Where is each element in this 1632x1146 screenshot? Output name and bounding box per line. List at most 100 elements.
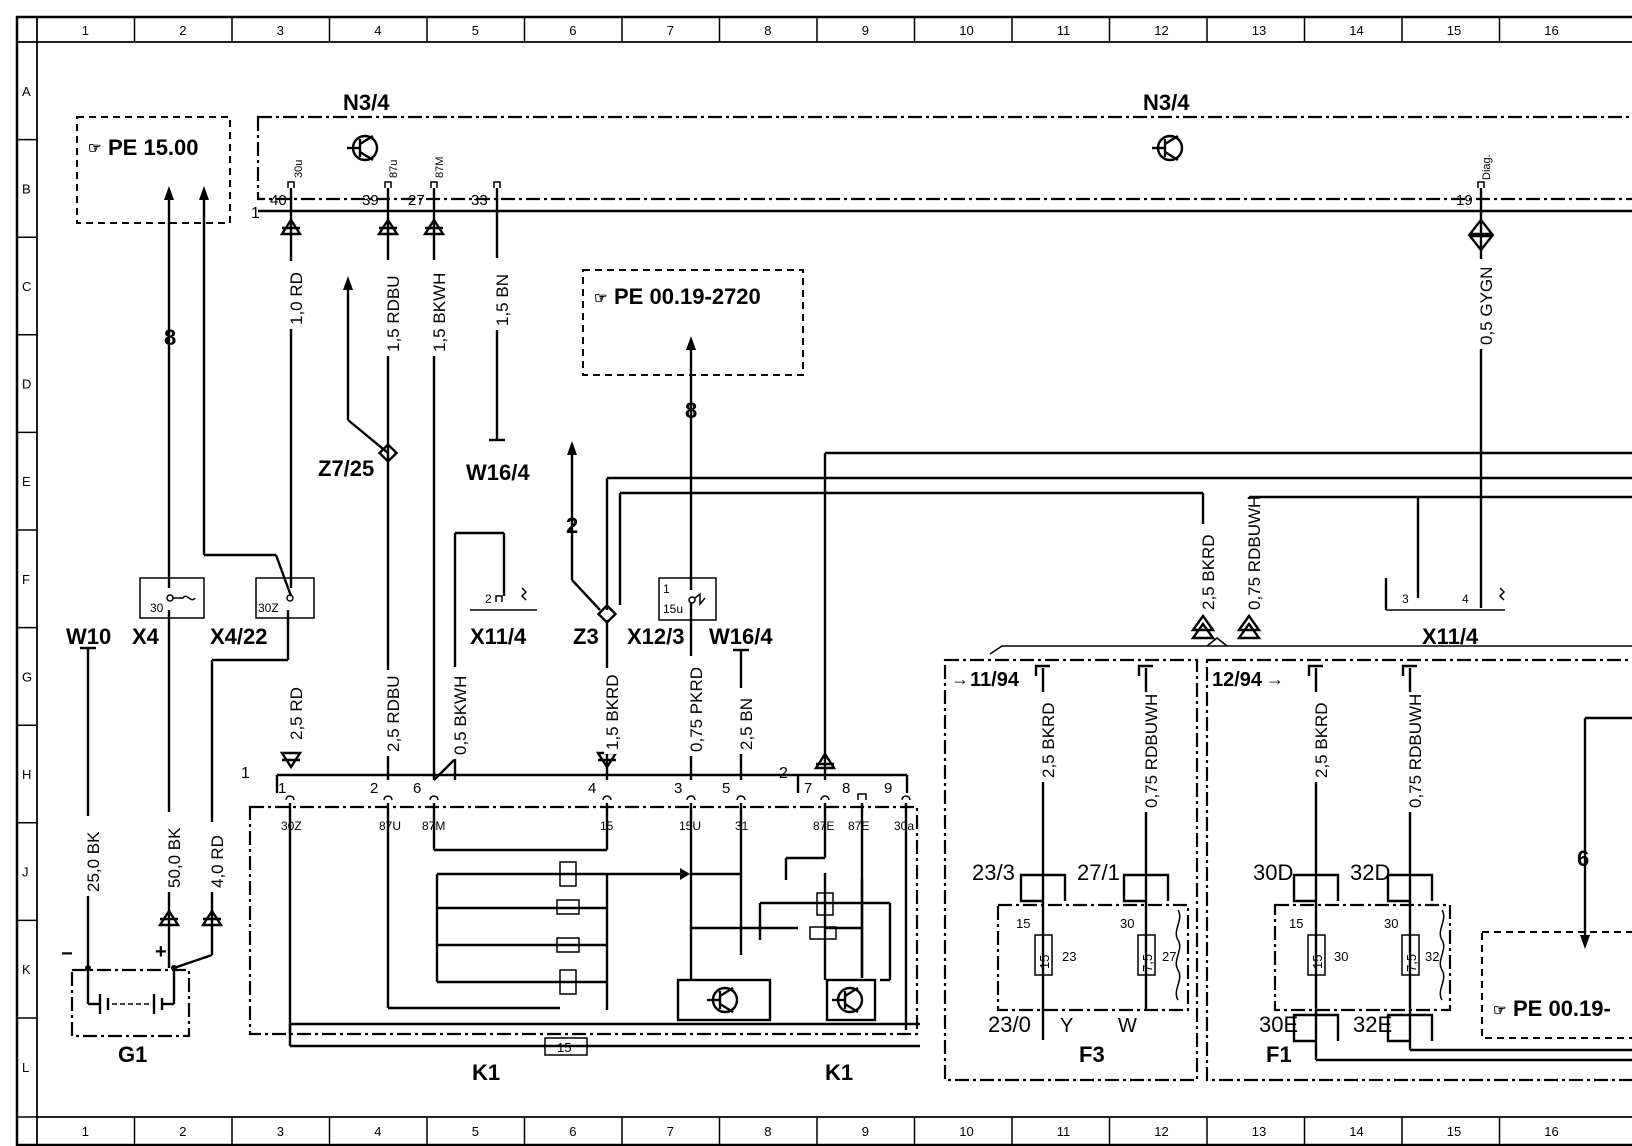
label-f1: F1 bbox=[1266, 1042, 1292, 1067]
svg-text:30Z: 30Z bbox=[281, 819, 302, 833]
svg-text:2,5 BKRD: 2,5 BKRD bbox=[1312, 702, 1331, 778]
svg-text:2,5 BKRD: 2,5 BKRD bbox=[1039, 702, 1058, 778]
grid-column-label: 5 bbox=[472, 23, 479, 38]
grid-column-label: 14 bbox=[1349, 1124, 1363, 1139]
arrow-num-6: 6 bbox=[1577, 846, 1589, 871]
arrow-num-2: 2 bbox=[566, 513, 578, 538]
grid-column-label: 8 bbox=[764, 23, 771, 38]
grid-column-label: 12 bbox=[1154, 23, 1168, 38]
svg-text:0,5 GYGN: 0,5 GYGN bbox=[1477, 267, 1496, 345]
svg-text:1,5 BKRD: 1,5 BKRD bbox=[603, 674, 622, 750]
svg-text:→: → bbox=[951, 669, 969, 689]
svg-text:PE 15.00: PE 15.00 bbox=[108, 135, 199, 160]
svg-text:27/1: 27/1 bbox=[1077, 860, 1120, 885]
term-30u: 30u bbox=[293, 160, 305, 178]
arrow-num-8-mid: 8 bbox=[685, 398, 697, 423]
grid-column-label: 8 bbox=[764, 1124, 771, 1139]
grid-column-label: 13 bbox=[1252, 1124, 1266, 1139]
svg-text:15: 15 bbox=[1016, 916, 1030, 931]
label-x11-4-right: X11/4 bbox=[1422, 624, 1479, 649]
svg-text:30: 30 bbox=[1384, 916, 1398, 931]
svg-text:87M: 87M bbox=[422, 819, 445, 833]
svg-text:W: W bbox=[1118, 1015, 1137, 1037]
svg-text:30a: 30a bbox=[894, 819, 914, 833]
svg-text:2: 2 bbox=[370, 780, 378, 797]
svg-text:12/94: 12/94 bbox=[1212, 669, 1263, 691]
bus-1-label: 1 bbox=[251, 205, 260, 222]
grid-column-label: 2 bbox=[179, 23, 186, 38]
label-w10: W10 bbox=[66, 624, 111, 649]
n3-4-label-left: N3/4 bbox=[343, 90, 390, 115]
grid-row-label: B bbox=[22, 181, 31, 196]
svg-text:15: 15 bbox=[557, 1040, 571, 1055]
grid-column-label: 12 bbox=[1154, 1124, 1168, 1139]
grid-column-label: 3 bbox=[277, 1124, 284, 1139]
pin-40: 40 bbox=[270, 192, 287, 209]
svg-text:1,5 BKWH: 1,5 BKWH bbox=[430, 273, 449, 352]
label-z7-25: Z7/25 bbox=[318, 456, 374, 481]
grid-column-label: 7 bbox=[667, 23, 674, 38]
arrow-num-8-left: 8 bbox=[164, 325, 176, 350]
label-k1-left: K1 bbox=[472, 1060, 500, 1085]
component-labels: Z7/25 W16/4 W10 X4 X4/22 X11/4 Z3 X12/3 … bbox=[66, 325, 1589, 1085]
grid-row-label: E bbox=[22, 474, 31, 489]
grid-column-label: 1 bbox=[82, 1124, 89, 1139]
grid-column-label: 9 bbox=[862, 1124, 869, 1139]
grid-column-label: 16 bbox=[1544, 23, 1558, 38]
svg-text:7,5: 7,5 bbox=[1140, 954, 1155, 972]
grid-row-label: D bbox=[22, 377, 31, 392]
svg-text:1,5 BN: 1,5 BN bbox=[493, 274, 512, 326]
svg-text:32D: 32D bbox=[1350, 860, 1390, 885]
upper-wires bbox=[80, 186, 1632, 968]
svg-text:15: 15 bbox=[600, 819, 614, 833]
grid-column-label: 10 bbox=[959, 1124, 973, 1139]
pin-39: 39 bbox=[362, 192, 379, 209]
grid-column-label: 14 bbox=[1349, 23, 1363, 38]
label-z3: Z3 bbox=[573, 624, 599, 649]
grid-row-label: G bbox=[22, 669, 32, 684]
transistor-icon bbox=[707, 986, 739, 1014]
svg-text:15: 15 bbox=[1310, 955, 1325, 969]
grid-column-label: 11 bbox=[1057, 1124, 1071, 1139]
pin-33: 33 bbox=[471, 192, 488, 209]
svg-text:1: 1 bbox=[278, 780, 286, 797]
label-x4: X4 bbox=[132, 624, 160, 649]
svg-text:5: 5 bbox=[722, 780, 730, 797]
svg-text:30: 30 bbox=[1120, 916, 1134, 931]
pin-19: 19 bbox=[1456, 192, 1473, 209]
label-k1-right: K1 bbox=[825, 1060, 853, 1085]
svg-text:☞: ☞ bbox=[594, 290, 607, 307]
n3-4-label-right: N3/4 bbox=[1143, 90, 1190, 115]
grid-column-label: 9 bbox=[862, 23, 869, 38]
svg-text:PE 00.19-2720: PE 00.19-2720 bbox=[614, 284, 761, 309]
grid-row-label: J bbox=[22, 865, 29, 880]
svg-text:2: 2 bbox=[485, 592, 492, 606]
transistor-icon bbox=[1152, 134, 1184, 162]
k1-relay-module: 15 bbox=[241, 751, 920, 1056]
svg-text:0,75 PKRD: 0,75 PKRD bbox=[687, 667, 706, 752]
grid-row-label: H bbox=[22, 767, 31, 782]
svg-text:PE 00.19-: PE 00.19- bbox=[1513, 996, 1611, 1021]
grid-column-label: 16 bbox=[1544, 1124, 1558, 1139]
grid-row-label: K bbox=[22, 962, 31, 977]
svg-text:3: 3 bbox=[674, 780, 682, 797]
n3-4-module: 1 N3/4 N3/4 40 39 27 33 19 30u 87u 87M bbox=[251, 90, 1632, 222]
svg-text:2,5 RD: 2,5 RD bbox=[287, 687, 306, 740]
grid-column-label: 4 bbox=[374, 23, 381, 38]
svg-text:1: 1 bbox=[241, 765, 250, 782]
connectors-f-row: 30 30Z 2 1 15u 3 4 bbox=[139, 577, 1506, 780]
svg-text:1,0 RD: 1,0 RD bbox=[287, 272, 306, 325]
term-87m: 87M bbox=[434, 157, 446, 178]
svg-text:2,5 RDBU: 2,5 RDBU bbox=[384, 675, 403, 752]
svg-text:50,0 BK: 50,0 BK bbox=[165, 827, 184, 888]
grid-row-label: C bbox=[22, 279, 31, 294]
svg-text:11/94: 11/94 bbox=[970, 669, 1020, 691]
svg-text:15u: 15u bbox=[663, 602, 683, 616]
svg-text:3: 3 bbox=[1402, 592, 1409, 606]
grid-column-label: 10 bbox=[959, 23, 973, 38]
svg-text:4: 4 bbox=[588, 780, 596, 797]
svg-text:30Z: 30Z bbox=[258, 601, 279, 615]
label-x12-3: X12/3 bbox=[627, 624, 685, 649]
svg-text:0,5 BKWH: 0,5 BKWH bbox=[451, 676, 470, 755]
svg-text:4,0 RD: 4,0 RD bbox=[208, 835, 227, 888]
